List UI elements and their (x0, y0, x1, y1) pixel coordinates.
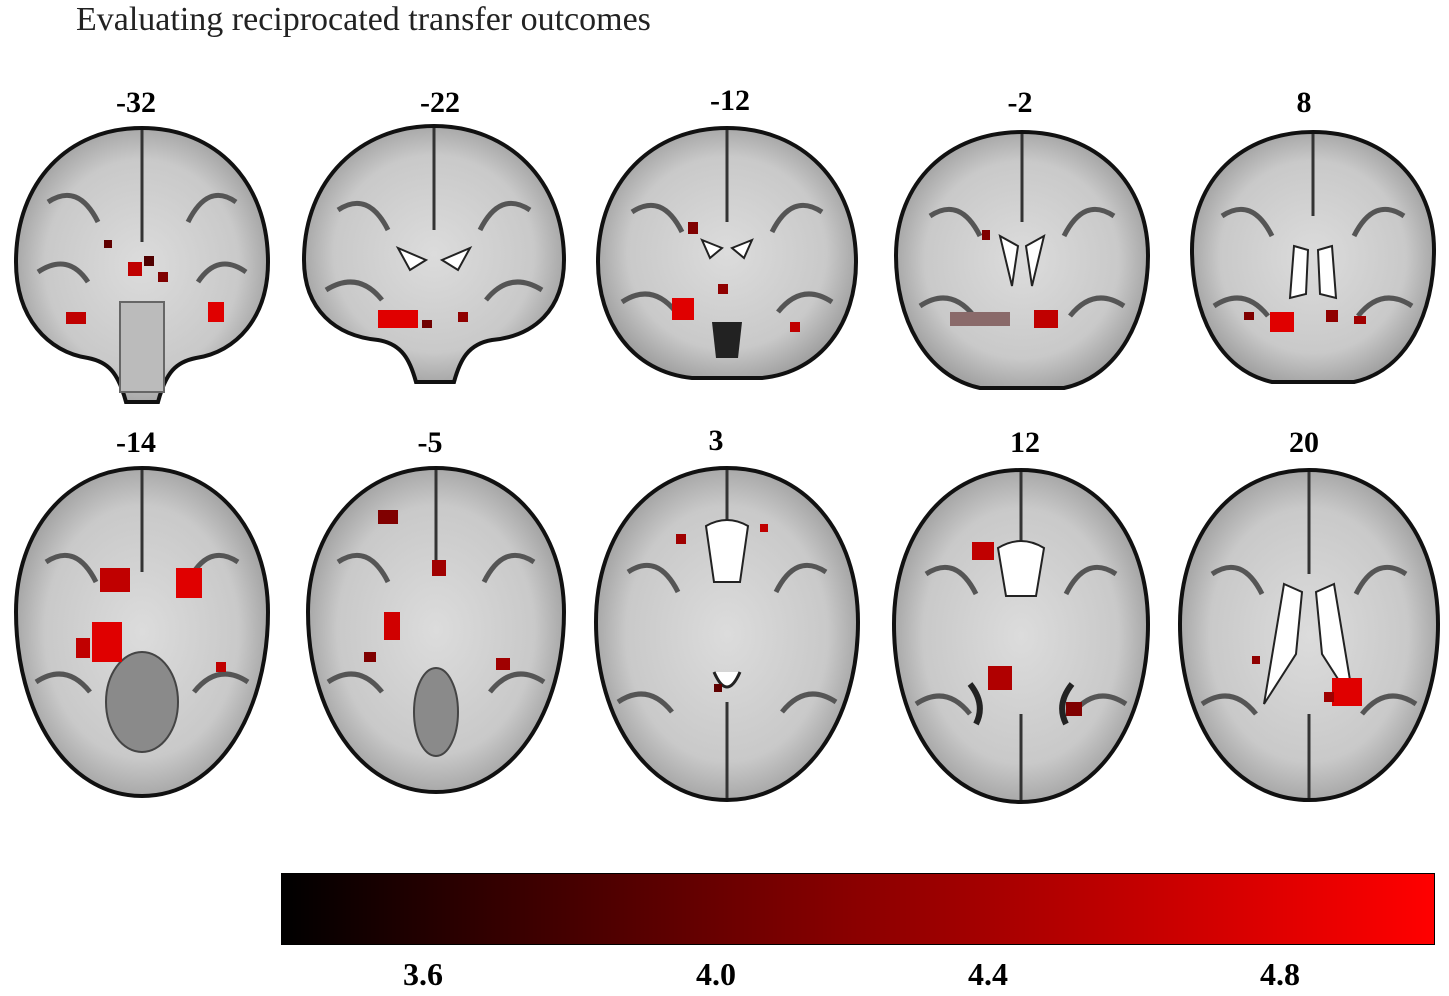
activation-blobs (364, 510, 510, 670)
colorbar (281, 873, 1435, 945)
activation-blobs (378, 310, 468, 328)
activation-blobs (1244, 310, 1366, 332)
coronal-slice-label-4: -2 (1007, 86, 1033, 119)
colorbar-tick-label-1: 3.6 (403, 956, 443, 992)
axial-brain-slice-2 (305, 465, 567, 795)
coronal-brain-slice-1 (13, 125, 271, 404)
activation-blobs (672, 222, 800, 332)
axial-brain-slice-3 (593, 465, 861, 803)
coronal-brain-slice-5 (1189, 129, 1437, 384)
axial-slice-label-1: -14 (116, 426, 156, 459)
coronal-brain-slice-2 (301, 123, 567, 384)
activation-blobs (676, 524, 768, 692)
axial-slice-label-2: -5 (417, 426, 443, 459)
activation-blobs (972, 542, 1082, 716)
coronal-slice-label-3: -12 (710, 84, 750, 117)
activation-blobs (76, 568, 226, 672)
axial-brain-slice-1 (13, 465, 271, 799)
figure-title: Evaluating reciprocated transfer outcome… (76, 1, 651, 38)
coronal-slice-label-5: 8 (1296, 86, 1312, 119)
coronal-slice-label-1: -32 (116, 86, 156, 119)
axial-slice-label-5: 20 (1289, 426, 1319, 459)
colorbar-tick-label-2: 4.0 (696, 956, 736, 992)
activation-blobs (1252, 656, 1362, 706)
axial-slice-label-3: 3 (708, 424, 724, 457)
axial-brain-slice-4 (891, 467, 1151, 805)
activation-blobs (66, 240, 224, 324)
coronal-slice-label-2: -22 (420, 86, 460, 119)
axial-slice-label-4: 12 (1010, 426, 1040, 459)
coronal-brain-slice-4 (893, 129, 1151, 390)
activation-blobs (950, 230, 1058, 328)
coronal-brain-slice-3 (595, 125, 859, 380)
colorbar-tick-label-3: 4.4 (968, 956, 1008, 992)
colorbar-tick-label-4: 4.8 (1260, 956, 1300, 992)
axial-brain-slice-5 (1177, 467, 1441, 803)
